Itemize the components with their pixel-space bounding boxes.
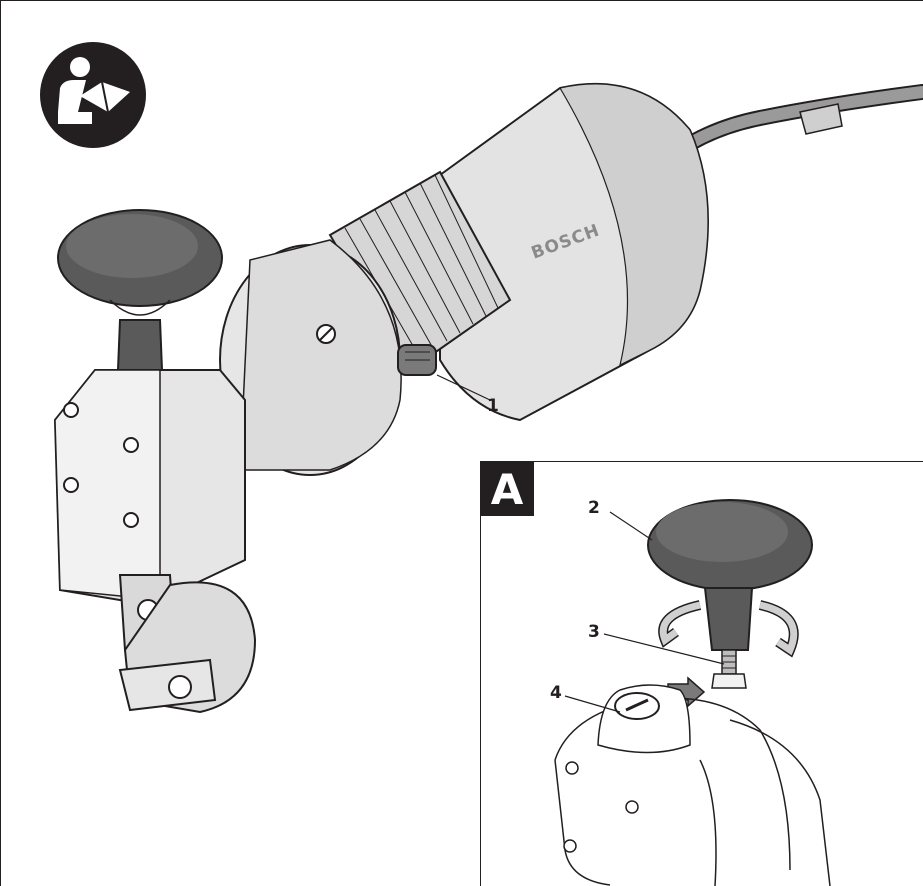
frame-top-line [0, 0, 923, 1]
frame-left-line [0, 0, 1, 886]
callout-2: 2 [588, 498, 600, 518]
callout-1: 1 [487, 396, 499, 416]
inset-left-line [480, 461, 481, 886]
section-badge-a: A [480, 462, 534, 516]
callout-4: 4 [550, 683, 562, 703]
callout-3: 3 [588, 622, 600, 642]
inset-top-line [480, 461, 923, 462]
